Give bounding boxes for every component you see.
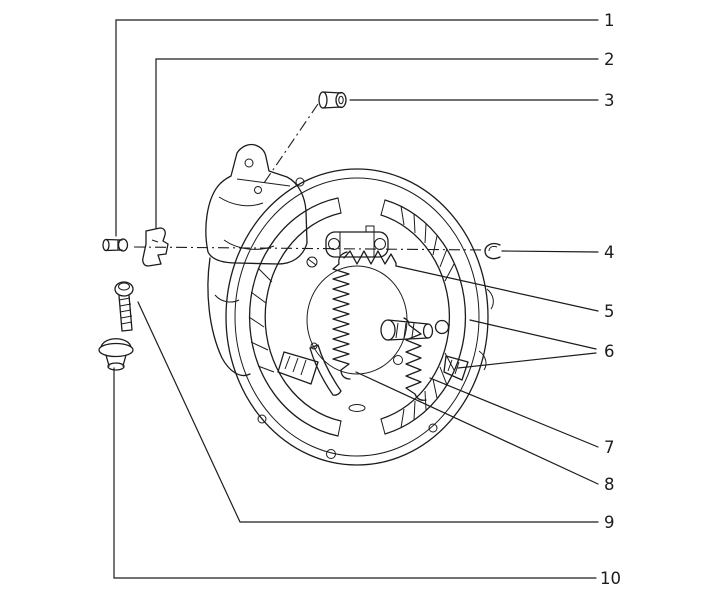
axis-lines — [133, 103, 487, 251]
lower-return-spring — [403, 317, 427, 401]
knuckle-lower-arm — [207, 257, 251, 377]
part-dust-cap — [98, 338, 134, 371]
plate-hole-bottom — [326, 449, 336, 459]
part-retainer-clip — [142, 227, 169, 267]
callout-line-10 — [113, 367, 597, 579]
anchor-bracket — [443, 355, 469, 381]
parking-brake-lever — [309, 342, 342, 396]
callout-line-4 — [501, 250, 599, 253]
lining-hatch-top — [400, 205, 455, 282]
callout-number-2: 2 — [604, 50, 615, 69]
callout-line-8 — [355, 371, 599, 485]
brake-shoe-right — [380, 199, 467, 435]
part-hold-down-pin — [102, 238, 129, 252]
callout-leader-lines — [113, 19, 599, 579]
callout-number-8: 8 — [604, 475, 615, 494]
callout-line-2 — [155, 58, 599, 229]
axis-line-pin — [133, 246, 487, 251]
upper-return-spring — [343, 250, 397, 267]
callout-line-1 — [115, 19, 599, 237]
plate-hole-top — [295, 177, 305, 187]
shoe-hold-down-seats — [306, 256, 403, 365]
piston-left — [328, 238, 340, 250]
part-spring-clip — [484, 242, 501, 260]
backing-plate — [225, 168, 494, 466]
callout-number-10: 10 — [600, 569, 621, 588]
wheel-cylinder — [325, 225, 389, 258]
callout-line-7 — [429, 377, 599, 448]
adjuster-pivot — [434, 319, 450, 335]
callout-line-5 — [395, 265, 599, 312]
callout-number-3: 3 — [604, 91, 615, 110]
piston-right — [374, 238, 386, 250]
adjuster-wedge — [277, 351, 319, 385]
steering-knuckle — [205, 143, 308, 377]
callout-number-5: 5 — [604, 302, 615, 321]
callout-line-6-lower — [457, 352, 597, 369]
callout-number-9: 9 — [604, 513, 615, 532]
callout-number-6: 6 — [604, 342, 615, 361]
callout-line-6-upper — [469, 319, 597, 350]
bleeder-screw — [365, 225, 375, 232]
plate-slot — [348, 404, 366, 412]
plate-hole-bottom-right — [428, 423, 438, 433]
long-return-spring — [332, 251, 351, 380]
plate-rim-tab-lower — [478, 350, 487, 371]
lining-hatch-left — [248, 267, 275, 373]
callout-number-7: 7 — [604, 438, 615, 457]
diagram-ink — [98, 19, 599, 579]
axis-line-bolt — [261, 103, 319, 187]
callout-line-9 — [137, 301, 599, 523]
part-adjusting-screw — [114, 281, 134, 332]
brake-shoe-left — [248, 197, 342, 437]
callout-numbers: 1 2 3 4 5 6 7 8 9 10 — [600, 11, 621, 588]
callout-number-1: 1 — [604, 11, 615, 30]
plate-hole-bottom-left — [257, 414, 267, 424]
part-mounting-bolt — [318, 91, 347, 109]
plate-rim-tab-upper — [486, 288, 494, 310]
callout-number-4: 4 — [604, 243, 615, 262]
bolt-hole — [254, 186, 262, 194]
adjuster-strut — [380, 319, 450, 341]
